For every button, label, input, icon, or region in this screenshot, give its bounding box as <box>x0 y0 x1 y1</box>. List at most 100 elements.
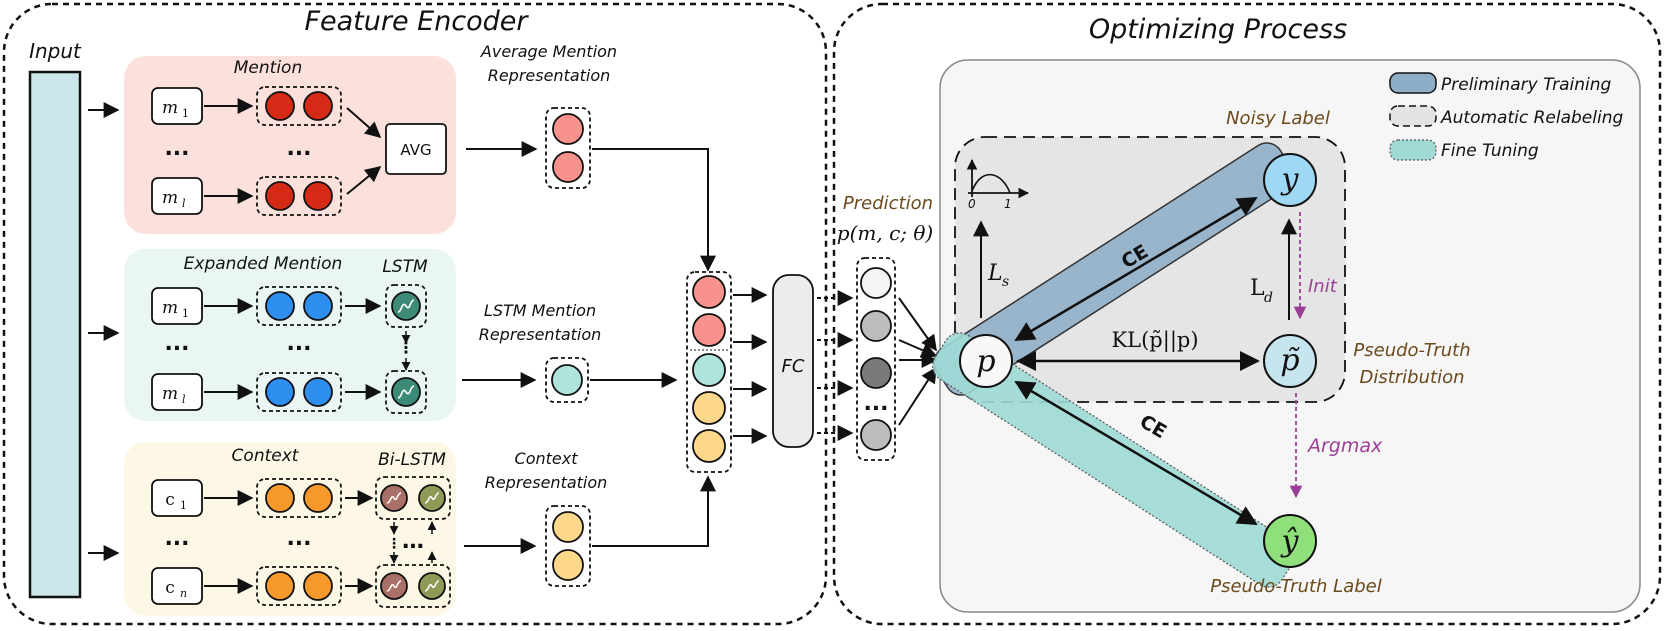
token-ml-text: m <box>162 384 178 404</box>
expanded-node <box>303 377 333 407</box>
feature-encoder-panel: Feature Encoder <box>2 2 828 626</box>
avg-mention-label-2: Representation <box>488 66 611 85</box>
expanded-mention-title: Expanded Mention <box>184 254 343 274</box>
init-label: Init <box>1308 276 1338 297</box>
avg-mention-representation: Average Mention Representation <box>466 42 716 272</box>
mention-title: Mention <box>234 58 302 78</box>
mention-block: Mention m 1 ... m l ... AVG <box>124 56 456 234</box>
svg-text:⋮: ⋮ <box>398 338 414 357</box>
input-bar: Input <box>28 39 120 599</box>
pseudo-truth-label: Pseudo-Truth Label <box>1210 576 1382 597</box>
token-cn-sub: n <box>180 587 187 600</box>
distribution-icon: 0 1 <box>966 158 1030 211</box>
node-ptilde-label: p̃ <box>1280 343 1300 378</box>
svg-text:...: ... <box>863 391 888 416</box>
ce-upper-arrow <box>1014 196 1258 342</box>
axis-one: 1 <box>1004 197 1012 211</box>
ls-label: L <box>987 261 1003 286</box>
token-ml-sub: l <box>182 393 186 406</box>
input-label: Input <box>29 39 82 63</box>
prediction-node <box>860 310 892 342</box>
token-m1-sub: 1 <box>182 307 189 320</box>
mention-node <box>303 181 333 211</box>
avg-mention-node <box>552 151 584 183</box>
token-cn <box>151 567 203 605</box>
legend-swatch-preliminary <box>1389 72 1437 94</box>
fc-label: FC <box>782 356 805 377</box>
node-ptilde: p̃ <box>1263 334 1317 388</box>
svg-text:⋮: ⋮ <box>387 536 401 552</box>
expanded-node <box>303 291 333 321</box>
lstm-mention-label-1: LSTM Mention <box>484 301 596 320</box>
token-c1-sub: 1 <box>180 499 187 512</box>
prediction-label: Prediction <box>843 193 933 214</box>
node-yhat-label: ŷ <box>1280 524 1300 559</box>
context-rep-node <box>552 511 584 543</box>
legend-preliminary-label: Preliminary Training <box>1441 75 1612 95</box>
fc-layer: FC <box>772 274 854 448</box>
init-arrow: Init <box>1293 212 1338 320</box>
context-rep-node <box>552 549 584 581</box>
token-m1-text: m <box>162 298 178 318</box>
axis-zero: 0 <box>968 197 976 211</box>
context-block: Context Bi-LSTM c 1 ... c n ... ⋮ … <box>124 442 456 616</box>
token-ml-sub: l <box>182 197 186 210</box>
token-cn-text: c <box>165 578 175 598</box>
node-y-label: y <box>1280 162 1300 197</box>
ce-lower-arrow <box>1014 380 1258 526</box>
legend: Preliminary Training Automatic Relabelin… <box>1389 72 1623 161</box>
expanded-node <box>265 377 295 407</box>
avg-label: AVG <box>400 141 431 159</box>
feature-encoder-title: Feature Encoder <box>304 6 529 37</box>
context-node <box>303 483 333 513</box>
avg-mention-label-1: Average Mention <box>480 42 617 61</box>
expanded-node <box>265 291 295 321</box>
expanded-mention-block: Expanded Mention LSTM m 1 ... m l ... ⋮ <box>124 249 456 421</box>
optimizing-title: Optimizing Process <box>1089 14 1347 45</box>
lstm-mention-node <box>551 364 583 396</box>
expanded-ellipsis-b: ... <box>286 331 311 356</box>
lstm-title: LSTM <box>382 257 428 277</box>
concat-node <box>692 429 726 463</box>
prediction-vector: Prediction p(m, c; θ) ... <box>837 193 938 461</box>
node-yhat: ŷ <box>1263 514 1317 568</box>
concat-node <box>692 391 726 425</box>
token-ml-text: m <box>162 188 178 208</box>
noisy-label-text: Noisy Label <box>1226 108 1330 129</box>
prediction-formula: p(m, c; θ) <box>837 221 933 245</box>
lstm-mention-label-2: Representation <box>479 325 602 344</box>
token-m1 <box>151 87 203 125</box>
token-c1-text: c <box>165 490 175 510</box>
token-m1 <box>151 287 203 325</box>
legend-swatch-relabeling <box>1389 105 1437 127</box>
pseudo-truth-dist-label-1: Pseudo-Truth <box>1353 340 1470 361</box>
prediction-node <box>860 267 892 299</box>
avg-box <box>385 123 447 175</box>
node-p: p <box>959 334 1013 388</box>
concat-node <box>692 275 726 309</box>
pseudo-truth-dist-label-2: Distribution <box>1359 367 1464 388</box>
kl-label: KL(p̃||p) <box>1111 328 1198 353</box>
mention-node <box>265 91 295 121</box>
concat-vector <box>686 271 768 473</box>
argmax-label: Argmax <box>1306 435 1383 457</box>
prediction-node <box>860 357 892 389</box>
node-p-label: p <box>976 344 995 379</box>
concat-node <box>692 353 726 387</box>
token-c1 <box>151 479 203 517</box>
lstm-mention-representation: LSTM Mention Representation <box>462 301 678 403</box>
mention-ellipsis-b: ... <box>286 136 311 161</box>
context-rep-label-2: Representation <box>485 473 608 492</box>
ld-label: L <box>1250 276 1265 301</box>
concat-node <box>692 313 726 347</box>
mention-node <box>303 91 333 121</box>
context-representation: Context Representation <box>464 449 716 587</box>
context-node <box>303 571 333 601</box>
argmax-arrow: Argmax <box>1289 393 1383 499</box>
token-ml <box>151 373 203 411</box>
token-m1-sub: 1 <box>182 107 189 120</box>
token-ml <box>151 177 203 215</box>
mention-ellipsis-a: ... <box>164 136 189 161</box>
context-ellipsis-b: ... <box>286 526 311 551</box>
svg-text:…: … <box>402 529 424 554</box>
